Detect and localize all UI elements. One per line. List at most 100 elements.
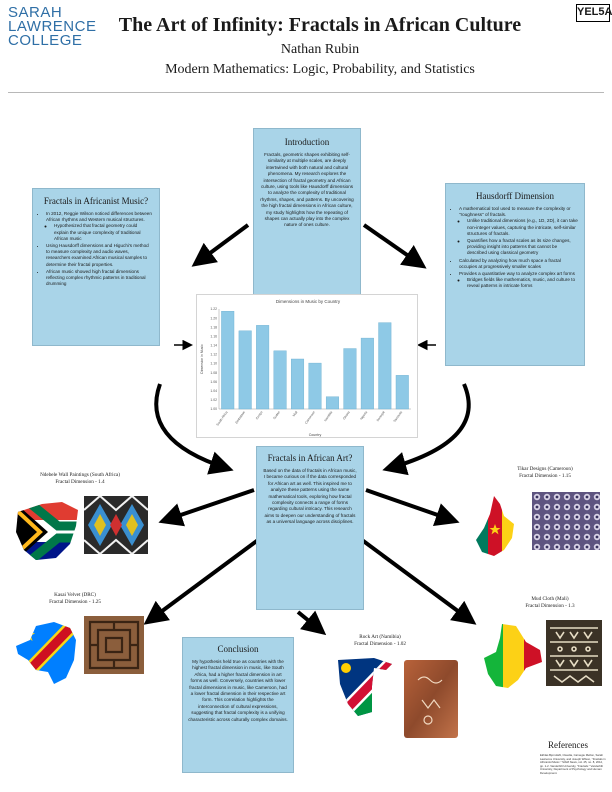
namibia-flag-map	[338, 658, 392, 716]
y-axis-label: Dimension in Music	[200, 344, 204, 374]
fractals-art-title: Fractals in African Art?	[267, 453, 353, 463]
hausdorff-title: Hausdorff Dimension	[475, 191, 555, 201]
bar-south-africa	[221, 311, 235, 410]
y-tick-label: 1.10	[210, 362, 217, 366]
x-tick-label: Zimbabwe	[234, 410, 246, 425]
tikar-pattern-image	[532, 492, 600, 550]
south-africa-flag-map	[16, 502, 78, 560]
y-tick-label: 1.20	[210, 316, 217, 320]
bar-zimbabwe	[238, 330, 252, 410]
x-tick-label: Tanzania	[392, 410, 403, 423]
list-item: Using Hausdorff dimensions and Higuchi's…	[46, 243, 153, 268]
conclusion-text: My hypothesis held true as countries wit…	[188, 659, 288, 722]
bar-ghana	[343, 348, 357, 410]
fractals-music-box: Fractals in Africanist Music? In 2012, R…	[32, 188, 160, 346]
bar-mali	[291, 358, 305, 410]
header-divider	[8, 92, 604, 93]
tikar-caption: Tikar Designs (Cameroon) Fractal Dimensi…	[517, 466, 573, 479]
kasai-caption: Kasai Velvet (DRC) Fractal Dimension - 1…	[49, 592, 101, 605]
music-dimension-chart: Dimensions in Music by Country 1.00 1.02 1.…	[196, 294, 418, 438]
introduction-box: Introduction Fractals, geometric shapes …	[253, 128, 361, 296]
x-tick-label: Nigeria	[359, 410, 368, 421]
y-tick-label: 1.14	[210, 344, 217, 348]
list-item: Quantifies how a fractal scales as its s…	[467, 238, 578, 257]
arrow-to-ndebele	[158, 488, 255, 527]
bar-congo	[256, 325, 270, 410]
ndebele-pattern-image	[84, 496, 148, 554]
y-tick-label: 1.18	[210, 325, 217, 329]
chart-title: Dimensions in Music by Country	[276, 299, 341, 304]
y-tick-label: 1.00	[210, 407, 217, 411]
fractals-art-text: Based on the data of fractals in African…	[263, 468, 357, 525]
arrow-intro-to-hausdorff	[362, 223, 427, 269]
arrow-music-to-art	[154, 383, 234, 475]
x-tick-label: Sudan	[272, 410, 281, 420]
fractals-art-box: Fractals in African Art? Based on the da…	[256, 446, 364, 610]
introduction-title: Introduction	[284, 137, 330, 147]
bar-cameroon	[308, 362, 322, 410]
fractals-music-title: Fractals in Africanist Music?	[43, 196, 149, 206]
logo-line: LAWRENCE	[8, 18, 97, 35]
list-item: In 2012, Reggie Wilson noticed differenc…	[46, 211, 153, 242]
arrow-to-rock	[296, 610, 327, 636]
rock-art-caption: Rock Art (Namibia) Fractal Dimension - 1…	[354, 634, 406, 647]
x-tick-label: Mali	[292, 410, 299, 417]
drc-flag-map	[16, 622, 76, 684]
poster-title: The Art of Infinity: Fractals in African…	[118, 14, 522, 36]
y-tick-label: 1.16	[210, 334, 217, 338]
x-tick-label: Ghana	[342, 410, 351, 420]
list-item: Provides a quantitative way to analyze c…	[459, 271, 578, 290]
references-text: Ekhlas Bjorndahl, Claudia, Carnegie Mell…	[540, 753, 606, 775]
bar-sudan	[273, 350, 287, 410]
introduction-text: Fractals, geometric shapes exhibiting se…	[260, 152, 354, 228]
bar-tanzania	[395, 375, 409, 410]
y-tick-label: 1.22	[210, 307, 217, 311]
y-tick-label: 1.02	[210, 398, 217, 402]
bar-namibia	[325, 396, 339, 410]
logo-line: COLLEGE	[8, 32, 83, 49]
list-item: A mathematical tool used to measure the …	[459, 206, 578, 257]
course-name: Modern Mathematics: Logic, Probability, …	[165, 62, 475, 77]
x-tick-label: Senegal	[376, 410, 386, 422]
list-item: Calculated by analyzing how much space a…	[459, 258, 578, 270]
rock-art-image	[404, 660, 458, 738]
x-tick-label: Congo	[255, 410, 264, 420]
arrow-to-kasai	[143, 538, 260, 625]
mud-cloth-image	[546, 620, 602, 686]
list-item: Hypothesized that fractal geometry could…	[54, 223, 153, 242]
arrow-hausdorff-to-art	[382, 383, 471, 476]
y-tick-label: 1.06	[210, 380, 217, 384]
author-name: Nathan Rubin	[280, 42, 360, 57]
college-logo: SARAH LAWRENCE COLLEGE	[8, 4, 98, 49]
logo-line: SARAH	[8, 4, 63, 21]
x-tick-label: South Africa	[215, 410, 228, 427]
x-axis-label: Country	[309, 433, 322, 437]
conclusion-box: Conclusion My hypothesis held true as co…	[182, 637, 294, 773]
bar-senegal	[378, 322, 392, 410]
x-tick-label: Namibia	[323, 410, 333, 422]
hausdorff-box: Hausdorff Dimension A mathematical tool …	[445, 183, 585, 366]
references-title: References	[548, 740, 588, 750]
arrow-to-mud	[360, 538, 477, 625]
poster-code-badge: YEL5A	[576, 4, 612, 22]
hausdorff-list: A mathematical tool used to measure the …	[452, 206, 578, 290]
kasai-velvet-image	[84, 616, 144, 674]
x-tick-label: Cameroon	[304, 410, 316, 425]
ndebele-caption: Ndebele Wall Paintings (South Africa) Fr…	[40, 472, 120, 485]
fractals-music-list: In 2012, Reggie Wilson noticed differenc…	[39, 211, 153, 287]
chart-svg: Dimensions in Music by Country 1.00 1.02 1.…	[200, 299, 411, 437]
y-tick-label: 1.04	[210, 389, 217, 393]
list-item: Unlike traditional dimensions (e.g., 1D,…	[467, 218, 578, 237]
y-tick-label: 1.08	[210, 371, 217, 375]
bar-nigeria	[360, 337, 374, 410]
conclusion-title: Conclusion	[217, 644, 259, 654]
cameroon-flag-map	[476, 496, 514, 556]
arrow-to-tikar	[365, 488, 460, 527]
y-tick-label: 1.12	[210, 353, 217, 357]
mali-flag-map	[484, 624, 542, 688]
arrow-intro-to-music	[191, 223, 250, 267]
mud-cloth-caption: Mud Cloth (Mali) Fractal Dimension - 1.3	[525, 596, 575, 609]
list-item: African music showed high fractal dimens…	[46, 269, 153, 288]
list-item: Bridges fields like mathematics, music, …	[467, 277, 578, 289]
